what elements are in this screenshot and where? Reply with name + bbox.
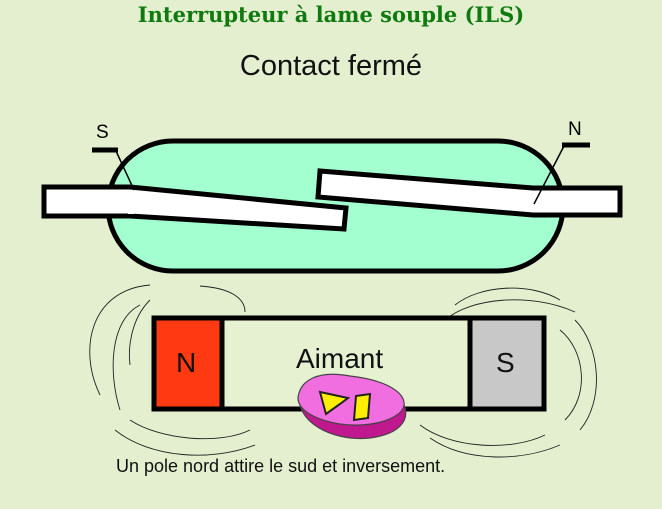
magnet-south-pole: [467, 315, 547, 412]
right-field-lines: [419, 287, 597, 458]
left-reed-blade: [41, 184, 349, 232]
left-pole-leader-line: [115, 150, 135, 191]
diagram-title: Interrupteur à lame souple (ILS): [137, 2, 525, 27]
magnet-south-label: S: [496, 347, 515, 378]
contact-state-label: Contact fermé: [239, 50, 423, 82]
magnet-label: Aimant: [296, 343, 383, 374]
magnet-north-label: N: [176, 347, 196, 378]
logo-badge: [297, 373, 407, 440]
magnet-north-pole: [151, 315, 225, 412]
caption: Un pole nord attire le sud et inversemen…: [116, 456, 446, 476]
right-pole-leader-line: [533, 145, 565, 205]
left-pole-label: S: [96, 122, 109, 143]
right-pole-label: N: [568, 119, 582, 140]
right-reed-blade: [315, 168, 623, 218]
left-field-lines: [89, 284, 256, 456]
